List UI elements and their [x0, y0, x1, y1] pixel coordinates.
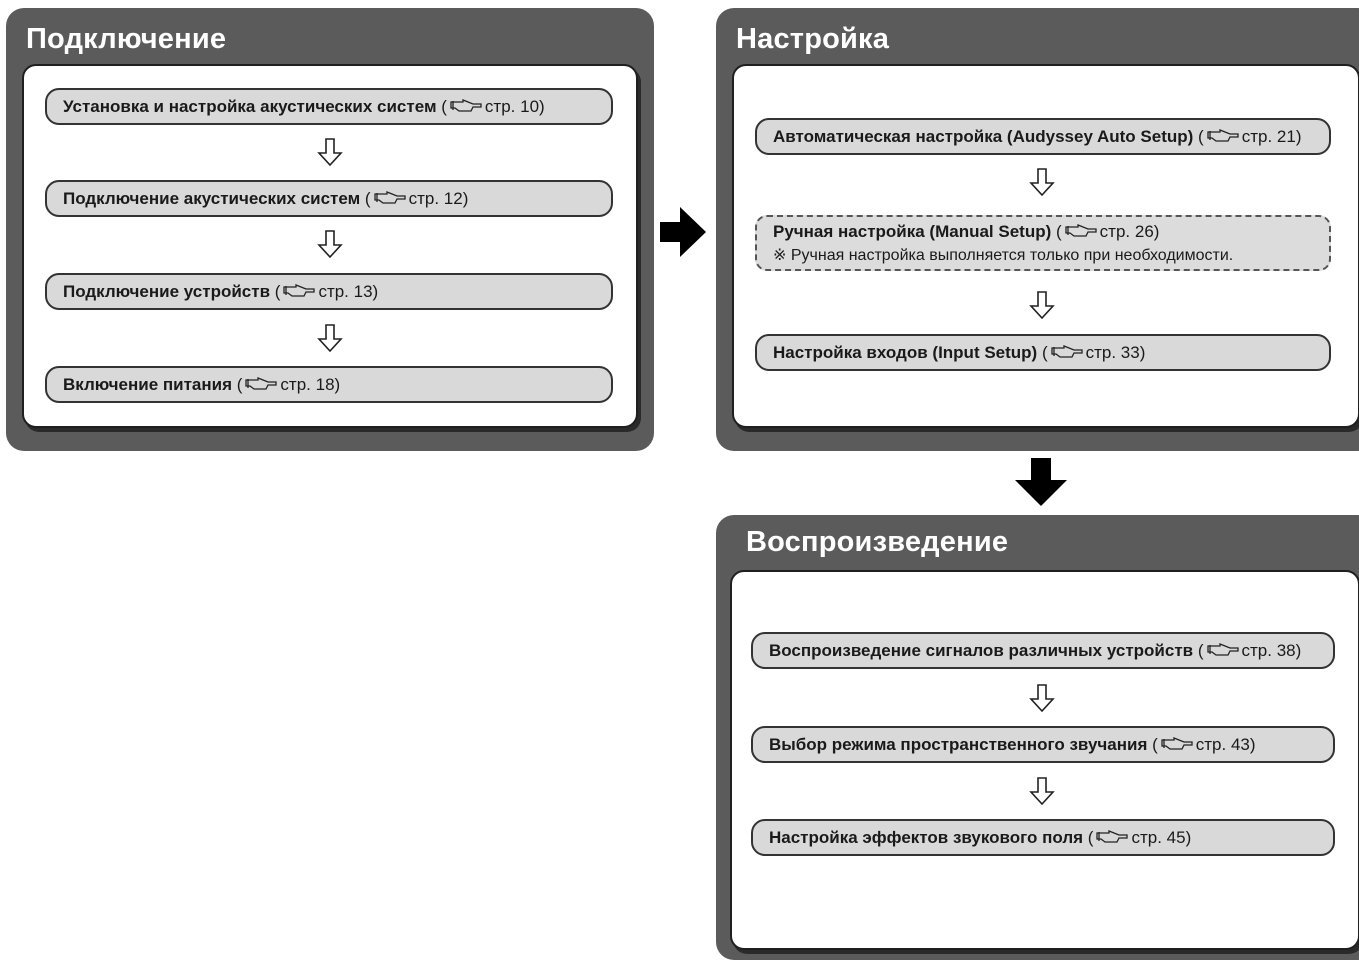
- step-surround-mode: Выбор режима пространственного звучания …: [751, 726, 1335, 763]
- pointing-hand-icon: [450, 98, 482, 112]
- step-speaker-connect: Подключение акустических систем (стр. 12…: [45, 180, 613, 217]
- step-label: Подключение устройств: [63, 281, 271, 301]
- down-outline-arrow-icon: [1029, 291, 1055, 319]
- pointing-hand-icon: [1206, 642, 1239, 656]
- step-power-on: Включение питания (стр. 18): [45, 366, 613, 403]
- step-sound-field: Настройка эффектов звукового поля (стр. …: [751, 819, 1335, 856]
- step-label: Настройка входов (Input Setup): [773, 342, 1038, 362]
- down-outline-arrow-icon: [1029, 168, 1055, 196]
- step-label: Ручная настройка (Manual Setup): [773, 221, 1052, 241]
- pointing-hand-icon: [283, 283, 316, 297]
- panel-title-setup: Настройка: [736, 23, 890, 55]
- step-device-connect: Подключение устройств (стр. 13): [45, 273, 613, 310]
- pointing-hand-icon: [1050, 344, 1083, 358]
- down-outline-arrow-icon: [317, 138, 343, 166]
- step-label: Включение питания: [63, 374, 233, 394]
- pointing-hand-icon: [1096, 829, 1129, 843]
- step-speaker-install: Установка и настройка акустических систе…: [45, 88, 613, 125]
- down-outline-arrow-icon: [1029, 777, 1055, 805]
- pointing-hand-icon: [1065, 223, 1097, 237]
- pointing-hand-icon: [245, 376, 278, 390]
- manual-setup-note: ※ Ручная настройка выполняется только пр…: [773, 246, 1234, 264]
- step-label: Настройка эффектов звукового поля: [769, 827, 1084, 847]
- pointing-hand-icon: [373, 190, 406, 204]
- step-play-signals: Воспроизведение сигналов различных устро…: [751, 632, 1335, 669]
- panel-title-connection: Подключение: [26, 23, 227, 55]
- step-label: Воспроизведение сигналов различных устро…: [769, 640, 1194, 660]
- step-label: Автоматическая настройка (Audyssey Auto …: [773, 126, 1194, 146]
- down-outline-arrow-icon: [317, 230, 343, 258]
- panel-title-playback: Воспроизведение: [746, 526, 1009, 558]
- solid-arrow-down-icon: [1015, 458, 1067, 506]
- down-outline-arrow-icon: [317, 324, 343, 352]
- step-manual-setup: Ручная настройка (Manual Setup) (стр. 26…: [755, 215, 1331, 271]
- step-label: Установка и настройка акустических систе…: [63, 96, 437, 116]
- step-input-setup: Настройка входов (Input Setup) (стр. 33): [755, 334, 1331, 371]
- down-outline-arrow-icon: [1029, 684, 1055, 712]
- pointing-hand-icon: [1207, 128, 1239, 142]
- pointing-hand-icon: [1161, 736, 1193, 750]
- solid-arrow-right-icon: [660, 207, 706, 257]
- step-auto-setup: Автоматическая настройка (Audyssey Auto …: [755, 118, 1331, 155]
- step-label: Выбор режима пространственного звучания: [769, 734, 1148, 754]
- step-label: Подключение акустических систем: [63, 188, 361, 208]
